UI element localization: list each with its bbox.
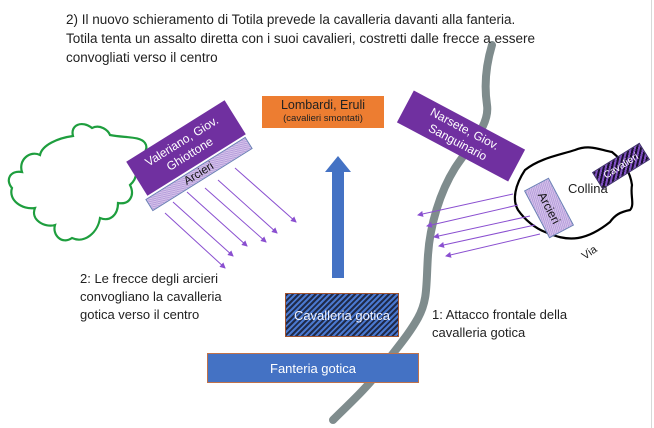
- unit-cavalleria-gotica: Cavalleria gotica: [285, 293, 399, 337]
- arrow-volley-line: [172, 201, 234, 257]
- note-frontal-attack: 1: Attacco frontale della cavalleria got…: [432, 306, 567, 342]
- title-line: Totila tenta un assalto diretta con i su…: [66, 31, 535, 46]
- unit-fanteria-gotica: Fanteria gotica: [207, 353, 419, 383]
- unit-label: Lombardi, Eruli: [280, 98, 366, 112]
- hill-outline: [513, 146, 634, 240]
- left-archer-arrows: [164, 167, 297, 269]
- unit-label: Fanteria gotica: [270, 360, 356, 376]
- right-archer-arrows: [417, 193, 541, 258]
- note-line: convogliano la cavalleria: [80, 289, 222, 304]
- arrow-volley-line: [204, 187, 267, 243]
- arrow-volley-line: [186, 191, 248, 247]
- note-line: 1: Attacco frontale della: [432, 307, 568, 322]
- arrow-volley-line: [438, 224, 536, 248]
- title-line: convogliati verso il centro: [66, 50, 218, 65]
- note-archers: 2: Le frecce degli arcieri convogliano l…: [80, 270, 222, 324]
- advance-arrow: [325, 156, 351, 278]
- arrow-volley-line: [217, 179, 278, 234]
- arrow-volley-line: [445, 233, 541, 258]
- unit-label: Cavalleria gotica: [293, 307, 391, 323]
- diagram-title: 2) Il nuovo schieramento di Totila preve…: [66, 10, 535, 67]
- note-line: cavalleria gotica: [432, 325, 526, 340]
- arrow-volley-line: [433, 215, 531, 239]
- arrow-volley-line: [234, 167, 297, 223]
- hill-label: Collina: [568, 181, 608, 196]
- unit-lombardi-eruli: Lombardi, Eruli (cavalieri smontati): [262, 96, 384, 128]
- note-line: gotica verso il centro: [80, 307, 200, 322]
- unit-sublabel: (cavalieri smontati): [283, 113, 363, 124]
- arrow-volley-line: [426, 204, 519, 228]
- note-line: 2: Le frecce degli arcieri: [80, 271, 219, 286]
- forest-outline: [7, 123, 148, 242]
- arrow-volley-line: [164, 212, 226, 269]
- title-line: 2) Il nuovo schieramento di Totila preve…: [66, 12, 516, 27]
- arrow-volley-line: [417, 193, 514, 217]
- page-edge-line: [651, 0, 652, 428]
